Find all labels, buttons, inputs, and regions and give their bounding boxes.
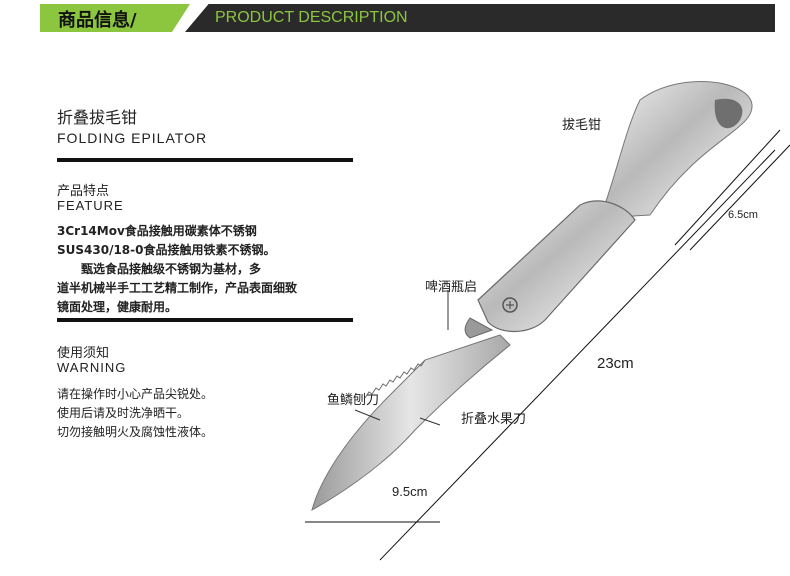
label-fruit-knife: 折叠水果刀	[461, 412, 527, 427]
product-name-en: FOLDING EPILATOR	[57, 130, 208, 146]
header-green-block	[40, 4, 190, 32]
feature-title-cn: 产品特点	[57, 184, 110, 199]
section-header: 商品信息/ PRODUCT DESCRIPTION	[0, 0, 790, 34]
warning-title-en: WARNING	[57, 360, 127, 375]
label-bottle-opener: 啤酒瓶启	[425, 280, 478, 295]
warning-line: 使用后请及时洗净晒干。	[57, 406, 190, 420]
feature-title-en: FEATURE	[57, 198, 124, 213]
product-name-cn: 折叠拔毛钳	[57, 108, 138, 127]
label-scaler: 鱼鳞刨刀	[327, 393, 380, 408]
dimension-width-bottom: 9.5cm	[392, 484, 428, 499]
warning-line: 请在操作时小心产品尖锐处。	[57, 387, 214, 401]
warning-title-cn: 使用须知	[57, 346, 110, 361]
label-epilator: 拔毛钳	[562, 118, 602, 133]
feature-line: 镜面处理，健康耐用。	[57, 300, 178, 314]
dimension-length: 23cm	[597, 355, 634, 372]
divider-bar	[57, 158, 353, 162]
divider-bar	[57, 318, 353, 322]
feature-line: 道半机械半手工工艺精工制作，产品表面细致	[57, 281, 298, 295]
dimension-width-top: 6.5cm	[728, 209, 758, 221]
feature-line: 甄选食品接触级不锈钢为基材，多	[57, 262, 262, 276]
feature-line: 3Cr14Mov食品接触用碳素体不锈钢	[57, 224, 257, 238]
header-dark-block	[185, 4, 775, 32]
warning-text: 请在操作时小心产品尖锐处。 使用后请及时洗净晒干。 切勿接触明火及腐蚀性液体。	[57, 385, 213, 442]
feature-line: SUS430/18-0食品接触用铁素不锈钢。	[57, 243, 276, 257]
header-title-cn: 商品信息/	[58, 10, 137, 31]
header-title-en: PRODUCT DESCRIPTION	[215, 9, 408, 26]
warning-line: 切勿接触明火及腐蚀性液体。	[57, 425, 214, 439]
feature-text: 3Cr14Mov食品接触用碳素体不锈钢 SUS430/18-0食品接触用铁素不锈…	[57, 222, 367, 317]
